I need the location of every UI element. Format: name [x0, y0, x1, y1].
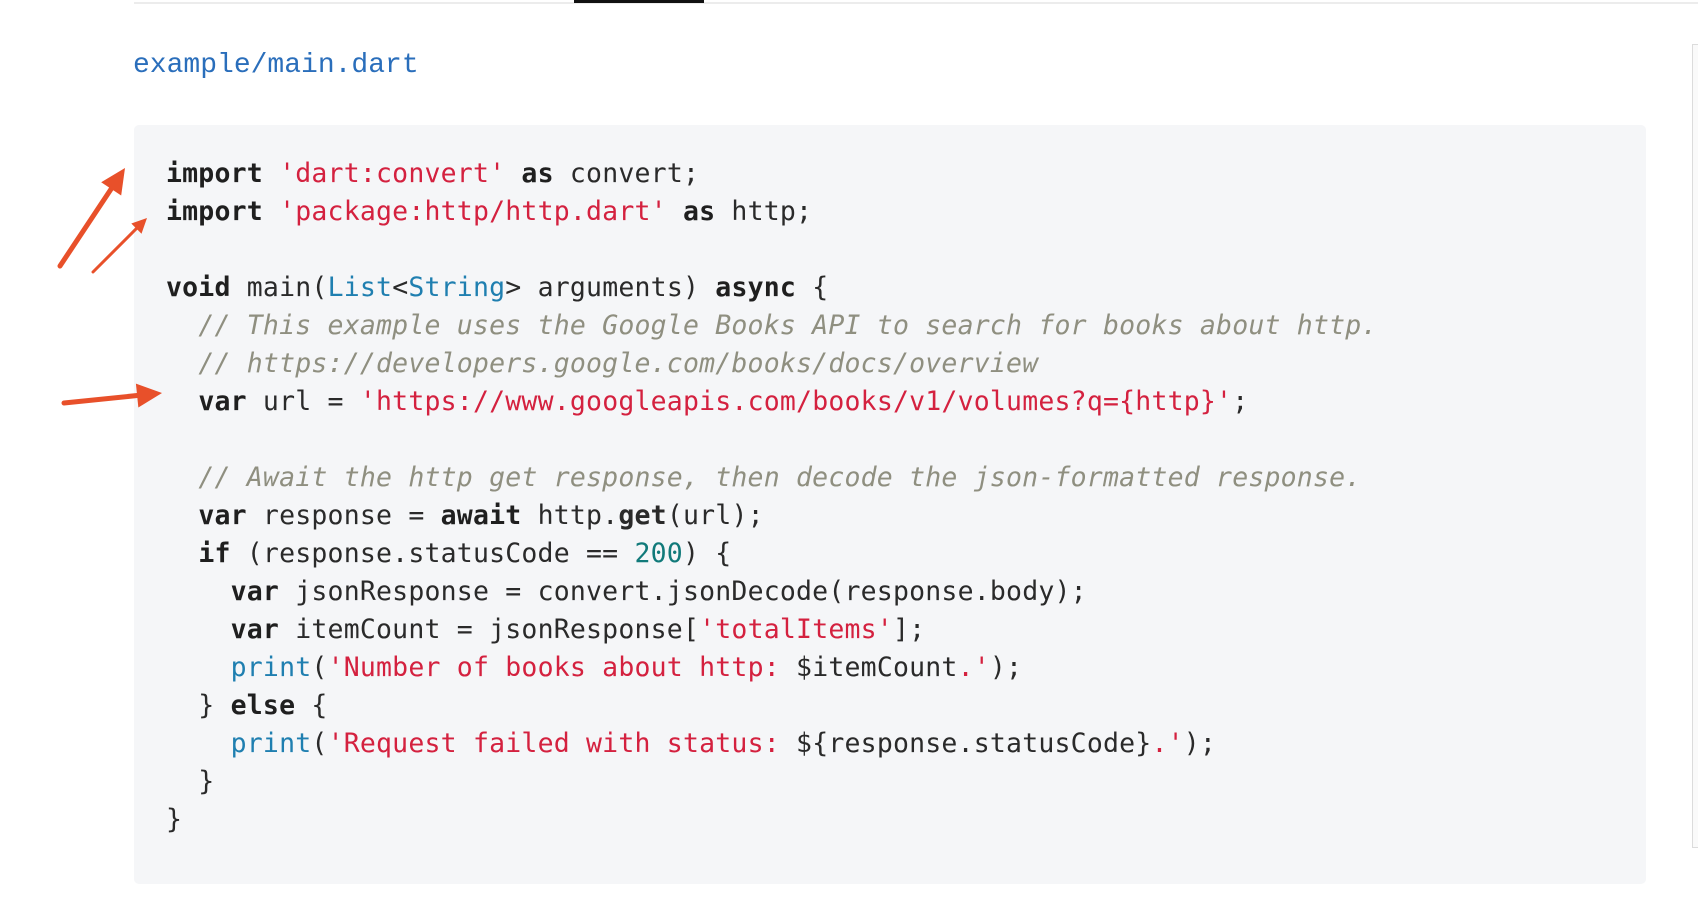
code-token-kw: var — [230, 576, 280, 607]
code-line: // https://developers.google.com/books/d… — [166, 345, 1378, 383]
code-line: void main(List<String> arguments) async … — [166, 269, 1378, 307]
code-token-kw: import — [166, 196, 263, 227]
file-title: example/main.dart — [133, 50, 419, 81]
code-token-plain: (url); — [666, 500, 764, 531]
code-token-plain: ) { — [682, 538, 732, 569]
code-token-com: // This example uses the Google Books AP… — [198, 310, 1378, 341]
code-token-plain: (response.statusCode == — [230, 538, 635, 569]
code-token-plain: } — [166, 804, 183, 835]
code-token-kw: var — [198, 386, 247, 417]
code-token-plain: < — [392, 272, 409, 303]
code-line: // Await the http get response, then dec… — [166, 459, 1378, 497]
arrow-annotation-import-1-icon — [57, 168, 125, 269]
code-token-plain: } — [166, 690, 231, 721]
code-token-kw: if — [198, 538, 231, 569]
code-token-plain: convert; — [553, 158, 700, 189]
code-token-kw: var — [198, 500, 247, 531]
arrow-annotation-url-icon — [61, 383, 162, 408]
code-token-str: .' — [957, 652, 990, 683]
code-token-plain: http. — [521, 500, 619, 531]
code-line: } — [166, 763, 1378, 801]
code-token-str: 'https://www.googleapis.com/books/v1/vol… — [359, 386, 1233, 417]
code-token-plain: } — [166, 766, 215, 797]
code-token-str: 'package:http/http.dart' — [279, 196, 667, 227]
code-token-str: 'Request failed with status: — [327, 728, 797, 759]
code-line: var itemCount = jsonResponse['totalItems… — [166, 611, 1378, 649]
code-line: } — [166, 801, 1378, 839]
code-token-plain: > arguments) — [505, 272, 716, 303]
code-token-type: List — [327, 272, 393, 303]
code-line: // This example uses the Google Books AP… — [166, 307, 1378, 345]
code-token-str: 'Number of books about http: — [327, 652, 797, 683]
code-token-plain: ); — [1183, 728, 1217, 759]
code-content: import 'dart:convert' as convert;import … — [166, 155, 1378, 839]
code-line: import 'dart:convert' as convert; — [166, 155, 1378, 193]
code-token-num: 200 — [634, 538, 683, 569]
code-token-kw: as — [682, 196, 716, 227]
code-token-plain: $itemCount — [796, 652, 958, 683]
code-token-kw: import — [166, 158, 263, 189]
code-token-plain: ${response.statusCode} — [796, 728, 1152, 759]
top-divider — [134, 2, 1698, 4]
scrollbar[interactable] — [1692, 44, 1698, 848]
active-tab-indicator — [574, 0, 704, 3]
code-token-plain: { — [295, 690, 328, 721]
code-block: import 'dart:convert' as convert;import … — [134, 125, 1646, 884]
code-token-bold: get — [618, 500, 667, 531]
code-token-fn: print — [230, 728, 312, 759]
code-token-type: String — [408, 272, 506, 303]
code-token-plain: http; — [715, 196, 813, 227]
code-token-kw: async — [715, 272, 797, 303]
code-token-kw: else — [230, 690, 296, 721]
code-token-fn: print — [230, 652, 312, 683]
code-line: print('Number of books about http: $item… — [166, 649, 1378, 687]
code-token-plain: main( — [230, 272, 328, 303]
code-line: print('Request failed with status: ${res… — [166, 725, 1378, 763]
code-token-plain: ); — [989, 652, 1023, 683]
code-token-plain: ( — [311, 728, 328, 759]
code-line: if (response.statusCode == 200) { — [166, 535, 1378, 573]
code-token-plain: { — [796, 272, 829, 303]
arrow-annotation-import-2-icon — [91, 218, 147, 274]
code-token-kw: void — [166, 272, 231, 303]
code-token-plain: jsonResponse = convert.jsonDecode(respon… — [279, 576, 1087, 607]
code-token-plain: ; — [1232, 386, 1249, 417]
code-line: import 'package:http/http.dart' as http; — [166, 193, 1378, 231]
code-token-str: 'dart:convert' — [279, 158, 506, 189]
code-token-kw: var — [230, 614, 280, 645]
code-line: var url = 'https://www.googleapis.com/bo… — [166, 383, 1378, 421]
code-line: } else { — [166, 687, 1378, 725]
code-token-kw: await — [440, 500, 522, 531]
code-token-plain: response = — [246, 500, 441, 531]
code-line: var jsonResponse = convert.jsonDecode(re… — [166, 573, 1378, 611]
code-token-kw: as — [521, 158, 554, 189]
code-token-plain: ( — [311, 652, 328, 683]
code-token-plain: url = — [246, 386, 360, 417]
code-token-com: // Await the http get response, then dec… — [198, 462, 1362, 493]
code-line: var response = await http.get(url); — [166, 497, 1378, 535]
code-token-plain: itemCount = jsonResponse[ — [279, 614, 700, 645]
code-token-str: .' — [1151, 728, 1184, 759]
code-token-com: // https://developers.google.com/books/d… — [198, 348, 1039, 379]
code-token-str: 'totalItems' — [699, 614, 893, 645]
code-token-plain: ]; — [892, 614, 926, 645]
